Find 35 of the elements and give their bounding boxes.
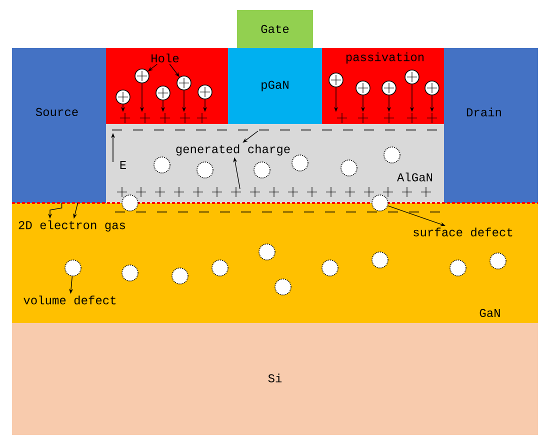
hole-symbol: [116, 90, 130, 104]
gate-electrode: Gate: [237, 10, 313, 48]
hole-symbol: [198, 84, 212, 100]
si-substrate: Si: [12, 323, 538, 435]
hole-symbol: [328, 72, 344, 88]
defect-circle: [122, 264, 138, 282]
hole-symbol: [134, 68, 150, 84]
defect-circle: [154, 156, 170, 174]
hole-symbol: [404, 70, 420, 84]
callout-text: Hole: [152, 54, 179, 62]
callout-text: generated charge: [176, 144, 290, 156]
defect-circle: [292, 154, 308, 172]
field-label: E: [120, 161, 126, 169]
callout-text: volume defect: [24, 296, 116, 304]
defect-circle: [450, 260, 466, 276]
defect-circle: [258, 244, 276, 260]
callout-text: 2D electron gas: [18, 220, 125, 232]
hole-symbol: [156, 86, 170, 100]
defect-circle: [196, 162, 214, 178]
drain-electrode: Drain: [444, 48, 538, 203]
defect-circle: [64, 260, 82, 276]
defect-circle: [322, 260, 338, 276]
defect-circle: [254, 162, 270, 178]
defect-circle: [340, 160, 358, 176]
pgan-layer: pGaN: [228, 48, 322, 124]
defect-circle: [384, 146, 400, 164]
callout-text: surface defect: [414, 228, 512, 236]
source-electrode: Source: [12, 48, 106, 203]
defect-circle: [372, 194, 388, 212]
defect-circle: [372, 252, 388, 268]
defect-circle: [172, 268, 188, 284]
defect-circle: [490, 252, 506, 270]
defect-circle: [122, 194, 138, 212]
defect-circle: [212, 260, 228, 276]
defect-circle: [274, 278, 292, 296]
